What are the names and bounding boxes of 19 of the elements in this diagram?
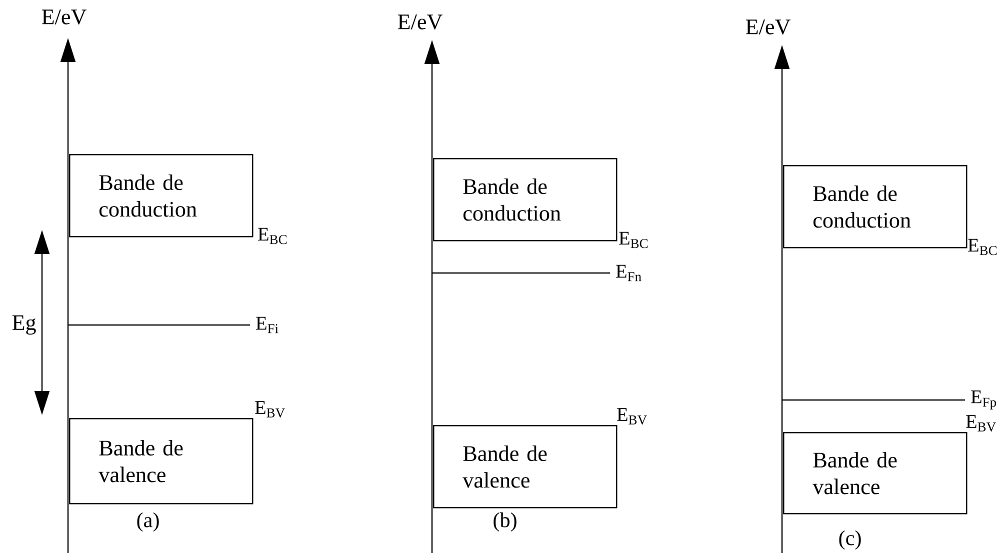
energy-label: E$_{Fi}$ bbox=[256, 316, 278, 334]
energy-label: E$_{BC}$ bbox=[968, 238, 997, 256]
energy-label: E$_{Fp}$ bbox=[971, 390, 996, 410]
energy-label: E$_{BC}$ bbox=[258, 228, 287, 244]
band-box: Bande de conduction bbox=[69, 154, 254, 238]
band-box: Bande de valence bbox=[69, 418, 254, 504]
energy-label: E$_{Fn}$ bbox=[616, 264, 642, 282]
band-box: Bande de valence bbox=[783, 432, 968, 514]
axis-label: E/eV bbox=[42, 10, 87, 24]
energy-label: E$_{BV}$ bbox=[966, 415, 996, 432]
axis-label: E/eV bbox=[746, 20, 791, 34]
band-box: Bande de conduction bbox=[783, 165, 968, 248]
energy-label: E$_{BC}$ bbox=[619, 232, 648, 248]
band-box: Bande de valence bbox=[433, 425, 618, 508]
axis-label: E/eV bbox=[398, 14, 443, 30]
gap-label: Eg bbox=[12, 315, 36, 335]
energy-label: E$_{BV}$ bbox=[617, 408, 647, 425]
band-box: Bande de conduction bbox=[433, 158, 618, 242]
energy-label: E$_{BV}$ bbox=[255, 401, 285, 418]
